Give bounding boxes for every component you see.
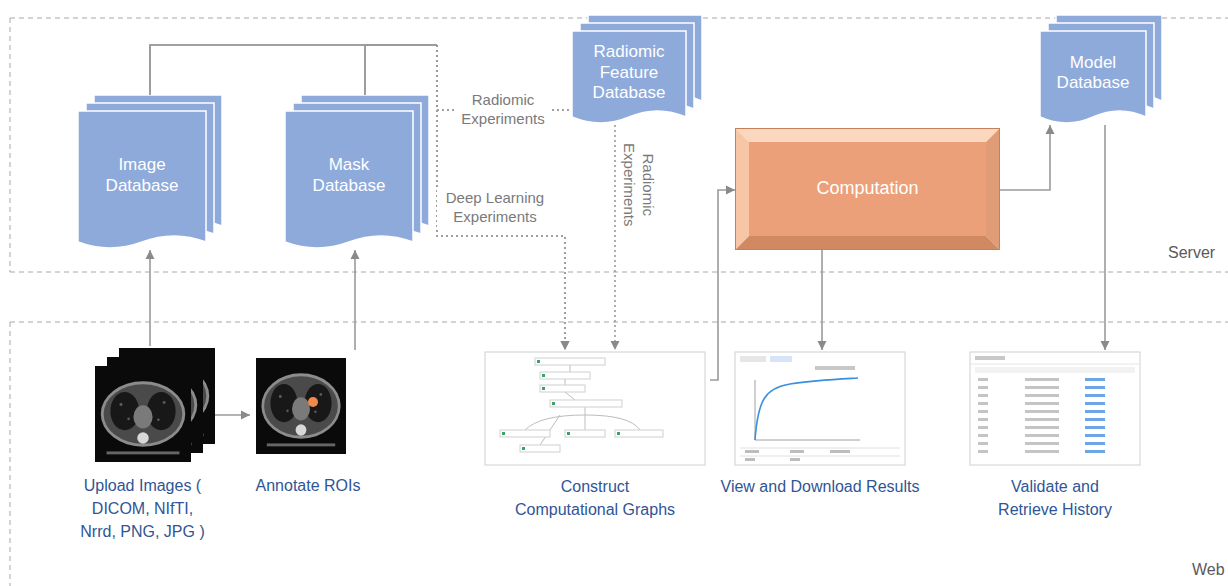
connector-line [1104,125,1106,350]
node-label: Radiomic Feature Database [584,42,674,103]
connector-line [150,45,437,95]
arrow-head [818,341,827,350]
web-step: View and Download Results [712,350,928,498]
document-shape [1040,31,1146,123]
arrow-head [241,411,250,420]
connector [146,250,155,346]
annotated-ct-image [256,358,346,454]
bevel-face [986,128,1000,250]
region-borders [10,18,1228,586]
connector-line [354,250,356,350]
connector [351,250,360,350]
database-stack: Mask Database [285,95,429,250]
computation-box: Computation [735,128,1000,250]
arrow-head [1046,125,1055,134]
connector [215,411,250,420]
node-text-area: Mask Database [285,111,413,240]
document-shape [572,31,686,123]
bevel-outline [736,129,1000,250]
connector-line [365,45,437,95]
node-label: Mask Database [304,155,394,196]
bevel-face [735,128,749,250]
history-screenshot [970,352,1140,465]
connector-line [150,45,437,95]
step-caption: Construct Computational Graphs [507,475,683,521]
results-screenshot [735,352,905,465]
connector-line [365,45,437,95]
bevel-face [749,142,986,236]
node-text-area: Radiomic Feature Database [572,31,686,115]
database-stack: Radiomic Feature Database [572,15,702,125]
connector-line [821,250,823,350]
edge-label: Radiomic Experiments [618,137,658,233]
arrow-head [611,341,620,350]
step-caption: Upload Images ( DICOM, NIfTI, Nrrd, PNG,… [77,474,209,544]
connector-line [710,190,735,380]
node-label: Computation [816,178,918,200]
region-label: Web [1192,561,1225,579]
arrow-head [561,341,570,350]
web-step: Annotate ROIs [250,350,366,497]
node-label: Model Database [1048,53,1138,94]
arrow-head [726,186,735,195]
node-text-area: Computation [749,142,986,236]
arrow-head [1101,341,1110,350]
step-caption: Validate and Retrieve History [990,475,1120,521]
web-step: Validate and Retrieve History [950,350,1160,521]
document-shape [285,111,413,248]
region-label: Server [1168,244,1215,262]
dotted-line [437,45,565,350]
arrow-head [351,250,360,259]
graph-screenshot [485,352,705,465]
arrow-head [146,250,155,259]
bevel-face [735,128,1000,142]
database-stack: Image Database [78,95,222,250]
connector [1101,125,1110,350]
connector-line [149,250,151,346]
connector [818,250,827,350]
step-caption: View and Download Results [712,475,928,498]
dotted-line [437,45,565,350]
node-text-area: Image Database [78,111,206,240]
node-label: Image Database [97,155,187,196]
connector [1000,125,1055,190]
edge-label: Radiomic Experiments [455,90,551,130]
web-step: Construct Computational Graphs [480,350,710,521]
connector [710,186,735,381]
connector-line [1000,125,1050,190]
database-stack: Model Database [1040,15,1162,125]
edge-label: Deep Learning Experiments [437,188,553,228]
document-shape [78,111,206,248]
arrow-head [561,341,570,350]
ct-image-stack [95,348,215,462]
dotted-line [614,125,616,350]
bevel-face [735,236,1000,250]
web-step: Upload Images ( DICOM, NIfTI, Nrrd, PNG,… [70,346,215,544]
step-caption: Annotate ROIs [250,474,366,497]
node-text-area: Model Database [1040,31,1146,115]
